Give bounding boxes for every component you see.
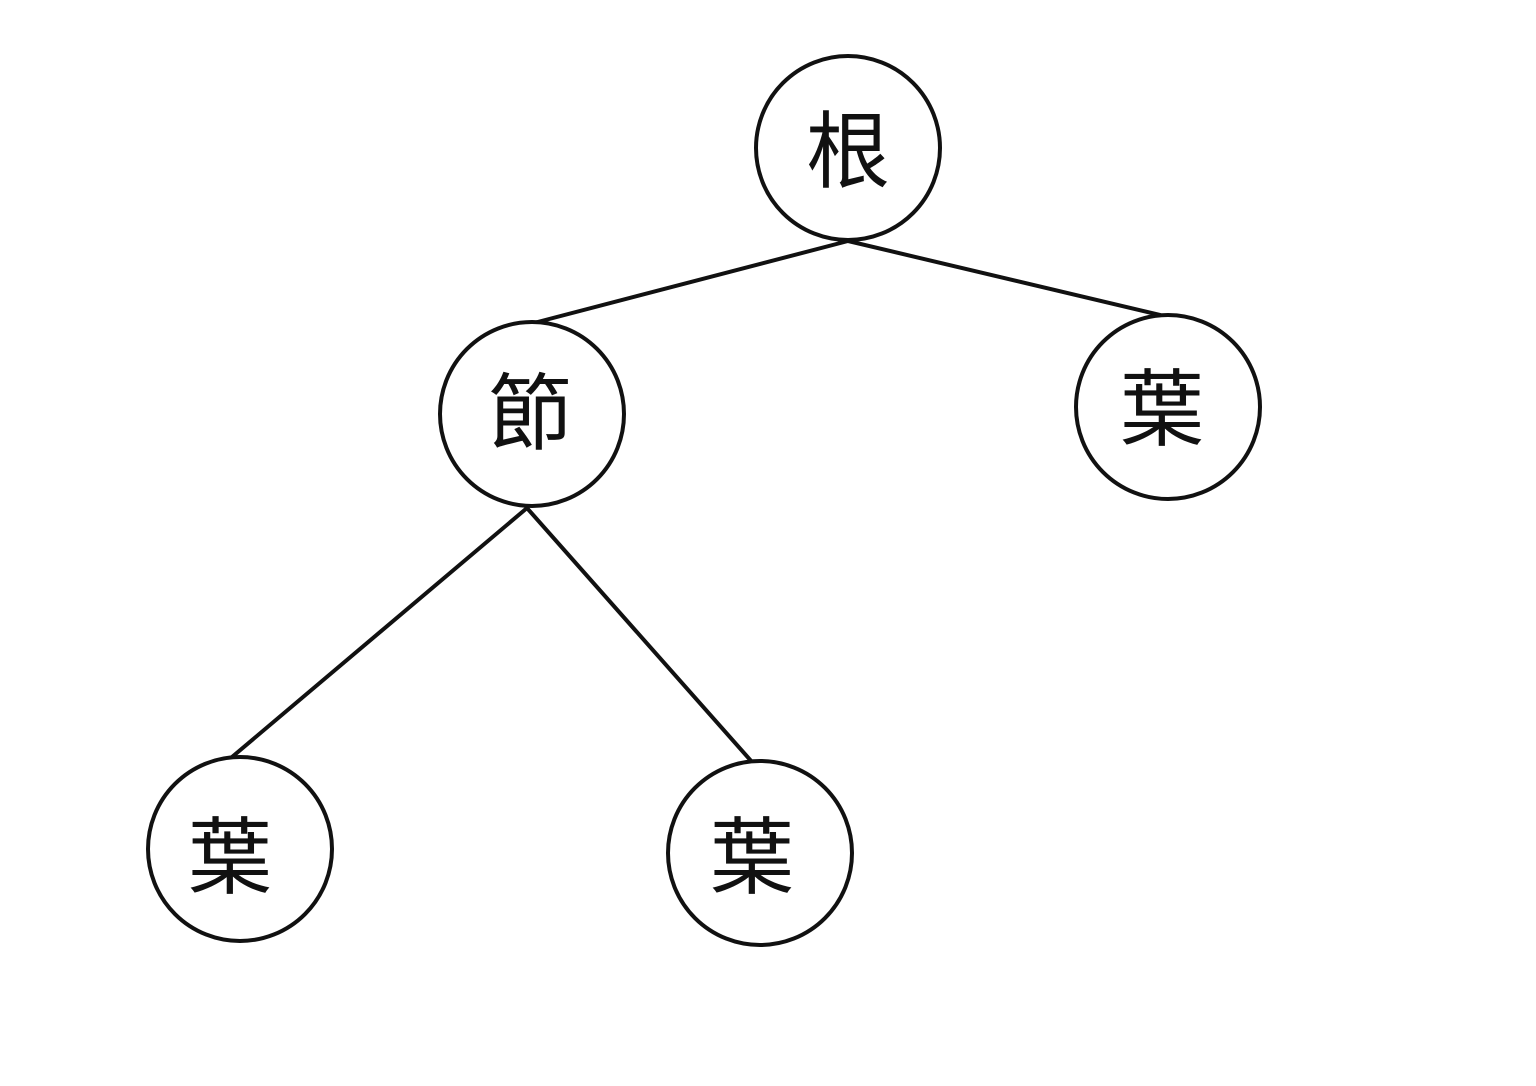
leaf-node-bottom-left-circle (146, 755, 334, 943)
leaf-node-bottom-left: 葉 (146, 755, 334, 943)
edge-node-leaf-bottom-left (230, 506, 529, 759)
root-node-circle (754, 54, 942, 242)
internal-node-label: 節 (488, 365, 572, 463)
leaf-node-bottom-left-label: 葉 (188, 809, 272, 907)
edge-root-leaf-right (846, 239, 1162, 317)
leaf-node-bottom-middle: 葉 (666, 759, 854, 947)
edge-root-node (528, 239, 850, 326)
leaf-node-bottom-middle-circle (666, 759, 854, 947)
internal-node-circle (438, 320, 626, 508)
leaf-node-right-circle (1074, 313, 1262, 501)
root-node: 根 (754, 54, 942, 242)
edge-node-leaf-bottom-middle (525, 506, 754, 764)
leaf-node-bottom-middle-label: 葉 (710, 809, 794, 907)
root-node-label: 根 (806, 103, 890, 201)
leaf-node-right-label: 葉 (1120, 361, 1204, 459)
internal-node: 節 (438, 320, 626, 508)
leaf-node-right: 葉 (1074, 313, 1262, 501)
